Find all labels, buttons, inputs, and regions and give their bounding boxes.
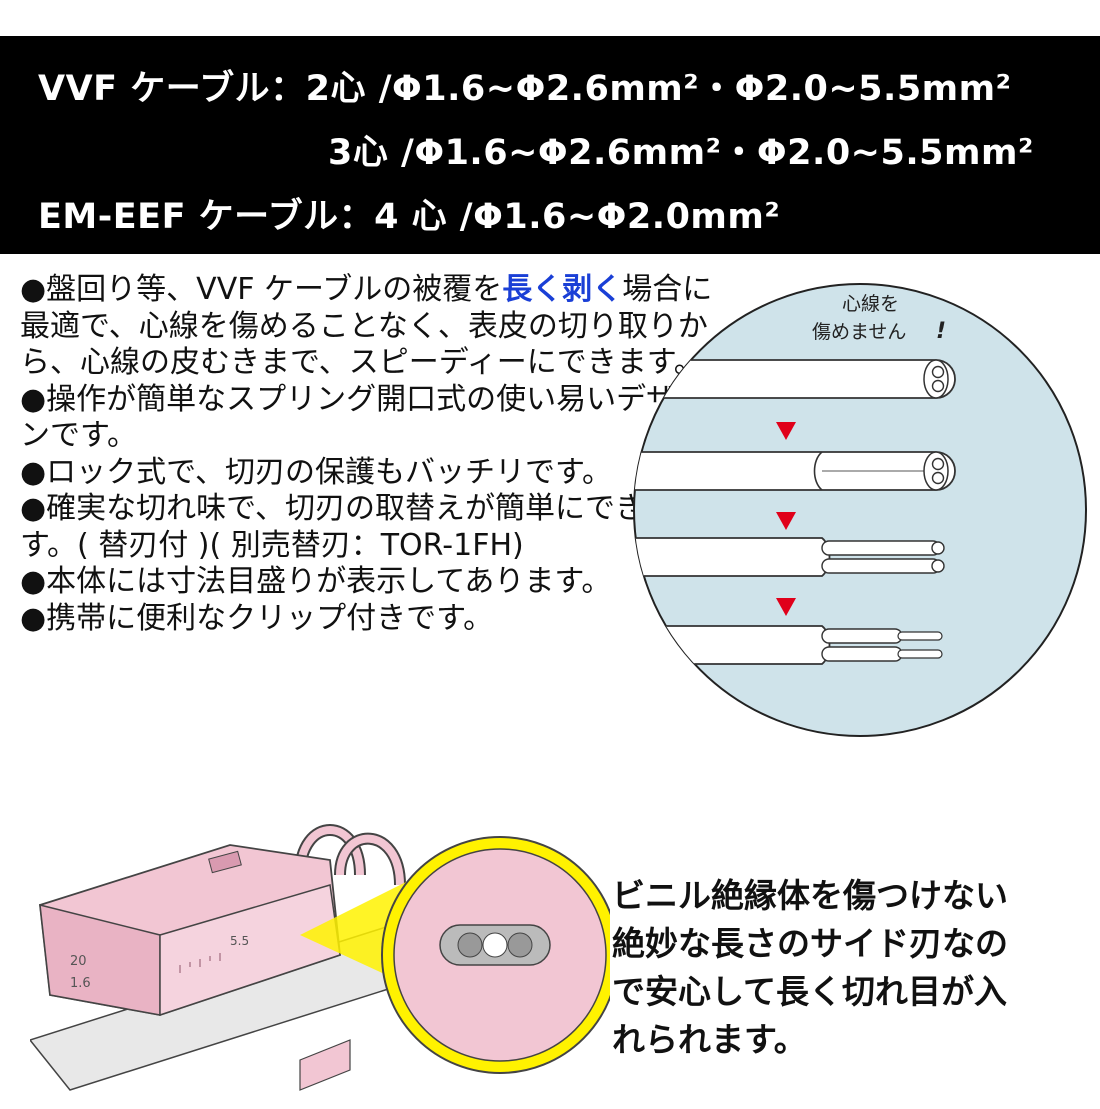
caption-line: で安心して長く切れ目が入 [612, 972, 1008, 1011]
arrow-down-icon [776, 598, 796, 616]
caption-line: れられます。 [612, 1020, 807, 1059]
stripper-tool-illustration: 20 1.6 5.5 [28, 815, 619, 1105]
arrow-down-icon [776, 422, 796, 440]
feature-highlight: 長く剥く [502, 272, 623, 307]
feature-item-scale: ●本体には寸法目盛りが表示してあります。 [20, 564, 612, 599]
scale-label-20: 20 [70, 954, 87, 969]
scale-label-16: 1.6 [70, 976, 91, 991]
stripping-diagram: 心線を 傷めません ! [630, 280, 1090, 740]
feature-item-clip: ●携帯に便利なクリップ付きです。 [20, 600, 494, 636]
scale-marks [179, 953, 221, 973]
feature-item-lock: ●ロック式で、切刃の保護もバッチリです。 [20, 454, 612, 490]
feature-item-blade: ●確実な切れ味で、切刃の取替えが簡単にできます。( 替刃付 )( 別売替刃：TO… [20, 491, 675, 563]
cable-stage-1 [634, 359, 956, 399]
spec-line-em-eef: EM-EEF ケーブル：4 心 /Φ1.6~Φ2.0mm² [38, 197, 781, 237]
feature-item-spring: ●操作が簡単なスプリング開口式の使い易いデザインです。 [20, 381, 707, 454]
spec-line-vvf-2core: VVF ケーブル：2心 /Φ1.6~Φ2.6mm²・Φ2.0~5.5mm² [38, 69, 1012, 109]
tool-side-face [159, 884, 341, 1017]
scale-label-55: 5.5 [230, 934, 249, 948]
feature-list: ●盤回り等、VVF ケーブルの被覆を長く剥く場合に最適で、心線を傷めることなく、… [20, 272, 720, 637]
cable-stage-2 [634, 451, 956, 491]
diagram-note-line2: 傷めません [812, 321, 906, 343]
spec-header: VVF ケーブル：2心 /Φ1.6~Φ2.6mm²・Φ2.0~5.5mm² 3心… [0, 36, 1100, 254]
feature-text: 場合に最適で、心線を傷めることなく、表皮の切り取りから、心線の皮むきまで、スピー… [20, 272, 713, 380]
feature-item-long-strip: ●盤回り等、VVF ケーブルの被覆を長く剥く場合に最適で、心線を傷めることなく、… [20, 272, 720, 382]
diagram-circle [633, 283, 1087, 737]
clip-foot [299, 1039, 351, 1091]
caption-line: 絶妙な長さのサイド刃なの [612, 924, 1008, 963]
cable-stage-3 [634, 537, 945, 577]
diagram-note-mark: ! [936, 319, 946, 344]
lock-slider [208, 850, 242, 874]
clip-loop [336, 834, 404, 886]
spec-line-vvf-3core: 3心 /Φ1.6~Φ2.6mm²・Φ2.0~5.5mm² [328, 133, 1034, 173]
stripping-diagram-svg: 心線を 傷めません ! [633, 283, 1087, 737]
feature-text: ●盤回り等、VVF ケーブルの被覆を [20, 272, 503, 307]
arrow-down-icon [776, 512, 796, 530]
side-blade-caption: ビニル絶縁体を傷つけない 絶妙な長さのサイド刃なの で安心して長く切れ目が入 れ… [612, 872, 1082, 1064]
stripper-tool-svg: 20 1.6 5.5 [28, 824, 619, 1091]
diagram-note-line1: 心線を [842, 293, 899, 315]
caption-line: ビニル絶縁体を傷つけない [612, 876, 1008, 915]
